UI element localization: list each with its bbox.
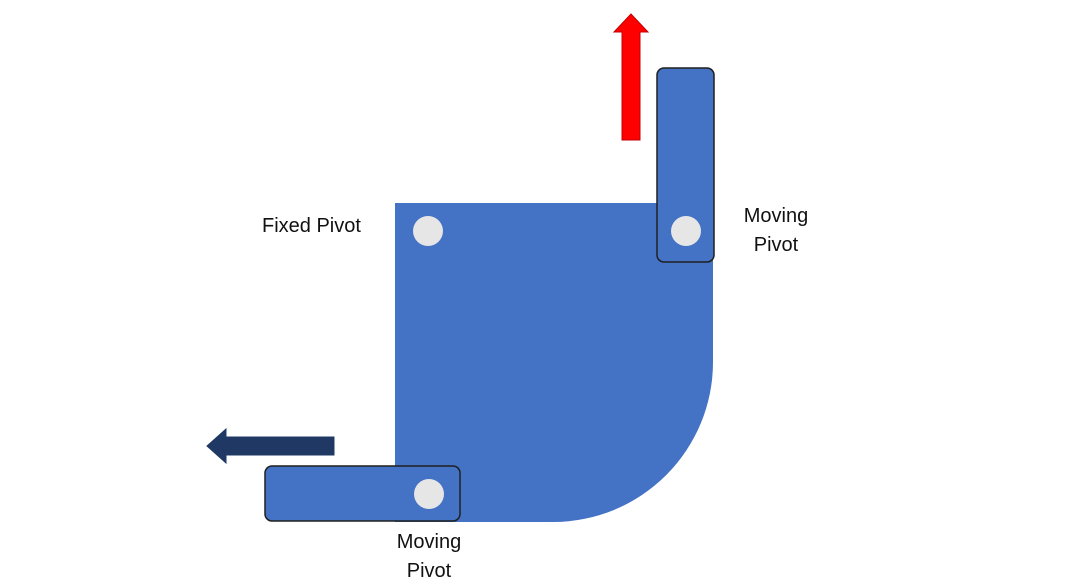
- moving-pivot-bottom-circle: [414, 479, 444, 509]
- fixed-pivot-text: Fixed Pivot: [262, 215, 361, 237]
- fixed-pivot-circle: [413, 216, 443, 246]
- left-arrow: [206, 427, 335, 465]
- moving-pivot-right-circle: [671, 216, 701, 246]
- moving-pivot-right-line-1: Moving: [743, 205, 809, 227]
- moving-pivot-right-line-2: Pivot: [753, 234, 799, 256]
- moving-pivot-right-label: Moving Pivot: [732, 202, 820, 260]
- horizontal-link: [264, 465, 461, 522]
- moving-pivot-bottom-label: Moving Pivot: [385, 528, 473, 586]
- up-arrow: [612, 13, 650, 141]
- moving-pivot-bottom-line-2: Pivot: [406, 560, 452, 582]
- vertical-link: [656, 67, 715, 263]
- fixed-pivot-label: Fixed Pivot: [262, 212, 361, 241]
- moving-pivot-bottom-line-1: Moving: [396, 531, 462, 553]
- main-plate: [395, 203, 713, 522]
